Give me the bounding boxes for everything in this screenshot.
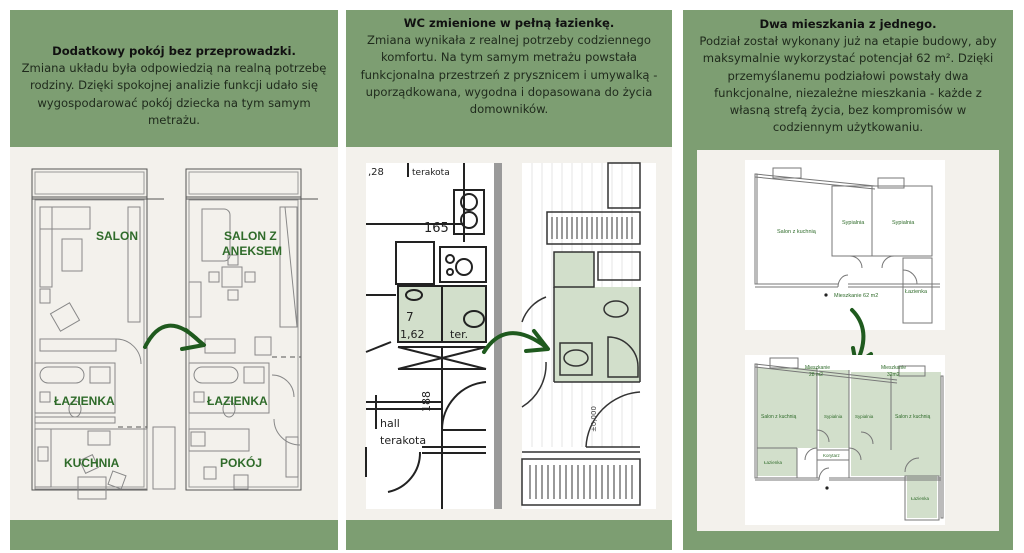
- room-label: Sypialnia: [855, 414, 874, 419]
- room-label: Łazienka: [764, 460, 783, 465]
- level-label: ±0,000: [590, 406, 598, 432]
- room-label: Sypialnia: [824, 414, 843, 419]
- room-number: 7: [406, 310, 414, 324]
- panel-body: Zmiana wynikała z realnej potrzeby codzi…: [360, 33, 658, 117]
- plan-after: Salon z kuchnią Sypialnia Sypialnia Salo…: [745, 355, 945, 525]
- room-label: SALON: [96, 229, 138, 243]
- area-label: 1,62: [400, 328, 425, 341]
- room-label: SALON Z: [224, 229, 277, 243]
- room-label: Korytarz: [823, 453, 841, 458]
- room-label: Łazienka: [905, 289, 928, 295]
- plan-before: [31, 168, 176, 500]
- plan-after: [185, 168, 318, 491]
- panel-title: Dodatkowy pokój bez przeprowadzki.: [52, 44, 296, 58]
- panel-body: Podział został wykonany już na etapie bu…: [699, 34, 997, 135]
- dimension-label: ,28: [368, 167, 384, 178]
- curved-arrow-right-icon: [143, 323, 206, 351]
- dimension-label: 165: [424, 221, 449, 236]
- panel-body: Zmiana układu była odpowiedzią na realną…: [21, 61, 327, 127]
- floor-plan-comparison: SALON ŁAZIENKA KUCHNIA SALON Z ANEKSEM Ł…: [10, 147, 338, 520]
- unit-area: 28 m2: [809, 372, 823, 378]
- plan-before: 165 7 1,62 ter. hall terakota 188 ,28 te…: [365, 163, 502, 509]
- caption: Dodatkowy pokój bez przeprowadzki. Zmian…: [10, 43, 338, 129]
- floor-plans-svg: 165 7 1,62 ter. hall terakota 188 ,28 te…: [365, 162, 656, 509]
- room-label: KUCHNIA: [64, 456, 120, 470]
- room-label: hall: [380, 417, 400, 430]
- unit-area: 32m2: [887, 372, 900, 378]
- panel-extra-room: Dodatkowy pokój bez przeprowadzki. Zmian…: [10, 10, 338, 550]
- panel-title: WC zmienione w pełną łazienkę.: [403, 16, 615, 30]
- panel-two-apartments: Dwa mieszkania z jednego. Podział został…: [683, 10, 1013, 550]
- room-label: Łazienka: [911, 496, 930, 501]
- room-label: Sypialnia: [842, 220, 865, 226]
- floor-plans-svg: Salon z kuchnią Sypialnia Sypialnia Łazi…: [745, 160, 945, 525]
- floor-plan-comparison: 165 7 1,62 ter. hall terakota 188 ,28 te…: [346, 147, 672, 520]
- room-label: Salon z kuchnią: [895, 414, 931, 420]
- room-label: Salon z kuchnią: [761, 414, 797, 420]
- floor-plan-comparison: Salon z kuchnią Sypialnia Sypialnia Łazi…: [697, 150, 999, 531]
- floor-label: terakota: [412, 168, 450, 178]
- room-label: ŁAZIENKA: [54, 394, 115, 408]
- caption: WC zmienione w pełną łazienkę. Zmiana wy…: [346, 15, 672, 118]
- curved-arrow-right-icon: [482, 329, 550, 354]
- floor-label: terakota: [380, 434, 426, 447]
- panel-title: Dwa mieszkania z jednego.: [759, 17, 937, 31]
- room-label: Salon z kuchnią: [777, 229, 817, 235]
- plan-before: Salon z kuchnią Sypialnia Sypialnia Łazi…: [745, 160, 945, 330]
- floor-label: ter.: [450, 328, 468, 341]
- plan-after: ±0,000: [521, 162, 656, 509]
- room-label: Sypialnia: [892, 220, 915, 226]
- dimension-label: 188: [420, 391, 433, 412]
- unit-label: Mieszkanie: [881, 365, 906, 371]
- room-label: ŁAZIENKA: [207, 394, 268, 408]
- floor-plans-svg: SALON ŁAZIENKA KUCHNIA SALON Z ANEKSEM Ł…: [31, 168, 318, 500]
- room-label: ANEKSEM: [222, 244, 282, 258]
- unit-label: Mieszkanie: [805, 365, 830, 371]
- caption: Dwa mieszkania z jednego. Podział został…: [683, 16, 1013, 136]
- panel-wc-to-bathroom: WC zmienione w pełną łazienkę. Zmiana wy…: [346, 10, 672, 550]
- unit-label: Mieszkanie 62 m2: [834, 293, 878, 299]
- room-label: POKÓJ: [220, 455, 262, 470]
